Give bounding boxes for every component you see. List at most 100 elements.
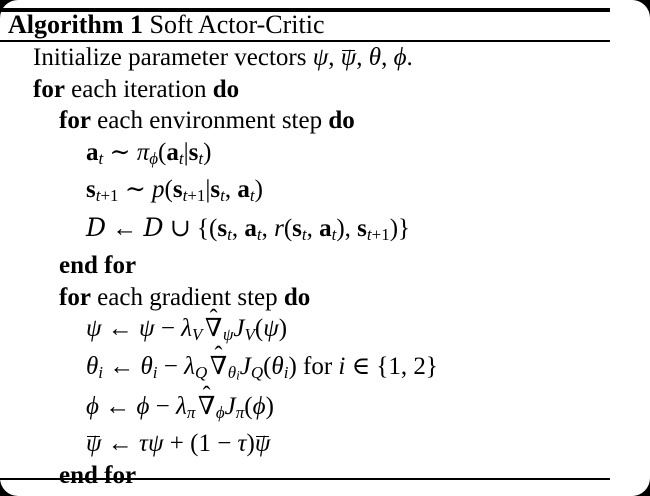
text-run: θ <box>271 352 284 380</box>
text-run: s <box>210 176 221 204</box>
text-run: ψ <box>86 315 102 343</box>
text-run: t <box>331 224 337 244</box>
text-run: ψ <box>263 315 279 343</box>
text-run: t <box>366 224 372 244</box>
text-run: i <box>338 352 346 380</box>
text-run: ← <box>103 352 141 380</box>
text-run: − <box>154 315 182 343</box>
text-run: ψ <box>139 315 155 343</box>
text-run: t <box>98 148 104 168</box>
text-run: π <box>235 402 245 422</box>
text-run: ( <box>158 138 167 166</box>
text-run: , <box>328 44 341 71</box>
text-run: ∈ {1, 2} <box>345 352 438 380</box>
algorithm-line-8: for each gradient step do <box>0 282 650 314</box>
text-run: ψ <box>147 430 164 458</box>
text-run: ∼ <box>103 138 137 166</box>
text-run: ( <box>164 176 173 204</box>
text-run: ∼ <box>118 176 153 204</box>
text-run: s <box>86 176 96 204</box>
text-run: τ <box>139 430 148 458</box>
text-run: θ <box>368 44 382 71</box>
text-run: s <box>188 138 199 166</box>
text-run: ψ <box>312 44 329 71</box>
algorithm-label: Algorithm 1 <box>8 10 144 39</box>
text-run: t <box>178 148 184 168</box>
text-run: t <box>182 186 188 206</box>
text-run: Initialize parameter vectors <box>33 44 313 71</box>
text-run: ( <box>254 315 264 343</box>
text-run: ← <box>98 392 137 420</box>
text-run: ∪ {( <box>163 214 218 242</box>
text-run: r <box>274 214 284 242</box>
text-run: a <box>86 138 99 166</box>
text-run: Q <box>194 362 208 382</box>
algorithm-line-14: end for <box>0 491 650 496</box>
text-run: , <box>356 44 369 71</box>
text-run: ψ <box>222 325 234 345</box>
text-run: Q <box>250 362 264 382</box>
text-run: +1 <box>371 224 390 244</box>
nabla-hat-symbol: ∇ <box>205 304 223 345</box>
text-run: s <box>357 214 367 242</box>
algorithm-line-12: ψ ← τψ + (1 − τ)ψ <box>0 428 650 460</box>
text-run: )} <box>389 214 411 242</box>
text-run: ψ <box>255 428 271 460</box>
text-run: ← <box>106 214 144 242</box>
bottom-rule <box>0 478 610 480</box>
text-run: ϕ <box>393 44 407 71</box>
algorithm-title: Algorithm 1 Soft Actor-Critic <box>8 11 325 39</box>
algorithm-line-10: θi ← θi − λQ∇θiJQ(θi) for i ∈ {1, 2} <box>0 341 650 391</box>
text-run: , <box>231 214 245 242</box>
text-run: D <box>86 212 107 242</box>
text-run: for <box>33 75 65 103</box>
text-run: ← <box>101 315 140 343</box>
text-run: , <box>224 176 238 204</box>
text-run: | <box>183 138 189 166</box>
text-run: π <box>186 402 196 422</box>
text-run: ), <box>336 214 358 242</box>
text-run: t <box>220 186 225 206</box>
text-run: +1 <box>100 186 119 206</box>
text-run: J <box>233 315 245 343</box>
text-run: do <box>212 75 240 103</box>
text-run: . <box>406 44 413 71</box>
text-run: ) <box>203 138 212 166</box>
text-run: ϕ <box>149 148 159 168</box>
text-run: J <box>224 392 236 420</box>
text-run: π <box>136 138 150 166</box>
text-run: θ <box>227 362 237 382</box>
text-run: ϕ <box>215 402 225 422</box>
text-run: ψ <box>86 428 102 460</box>
text-run: ϕ <box>86 392 99 420</box>
title-rule <box>0 40 610 42</box>
text-run: p <box>152 176 165 204</box>
text-run: J <box>239 352 251 380</box>
text-run: i <box>98 362 104 382</box>
text-run: for <box>59 283 91 311</box>
algorithm-line-3: for each environment step do <box>0 105 650 137</box>
text-run: s <box>217 214 228 242</box>
text-run: t <box>198 148 204 168</box>
text-run: t <box>256 224 262 244</box>
text-run: ϕ <box>136 392 150 420</box>
text-run: s <box>172 176 183 204</box>
text-run: | <box>205 176 211 204</box>
text-run: , <box>306 214 320 242</box>
algorithm-body: Initialize parameter vectors ψ, ψ, θ, ϕ.… <box>0 42 650 496</box>
text-run: ( <box>283 214 293 242</box>
algorithm-line-5: st+1 ∼ p(st+1|st, at) <box>0 174 650 212</box>
text-run: a <box>237 176 250 204</box>
text-run: s <box>292 214 302 242</box>
text-run: i <box>283 362 289 382</box>
text-run: t <box>249 186 255 206</box>
nabla-hat-symbol: ∇ <box>198 381 216 423</box>
text-run: a <box>166 138 179 166</box>
text-run: end for <box>59 461 137 489</box>
text-run: +1 <box>187 186 206 206</box>
top-rule <box>0 8 610 12</box>
text-run: , <box>381 44 394 71</box>
text-run: do <box>328 107 355 134</box>
